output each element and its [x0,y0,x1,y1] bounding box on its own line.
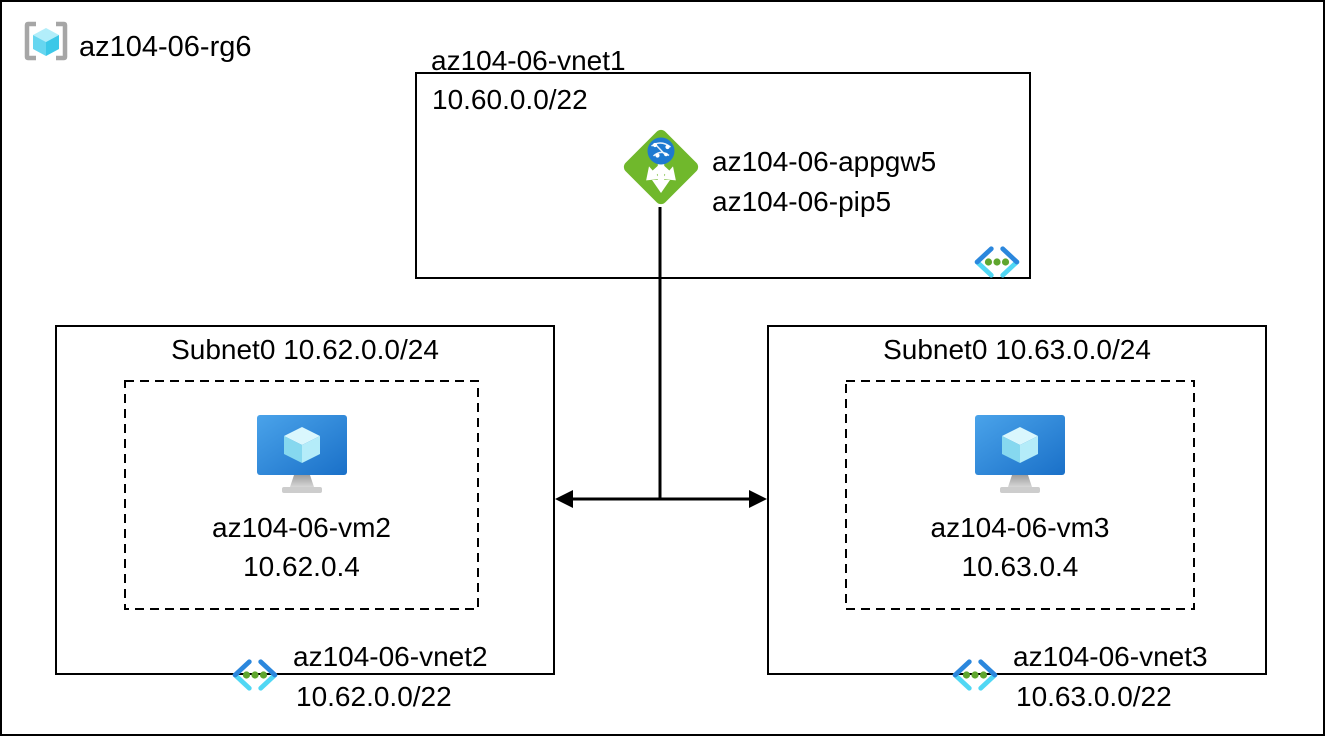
vnet3-box [767,325,1267,675]
pip-name-label: az104-06-pip5 [712,186,892,217]
resource-group-label: az104-06-rg6 [79,31,252,63]
vnet3-cidr-label: 10.63.0.0/22 [1016,681,1172,712]
vnet3-subnet-dashed-border [845,380,1195,610]
application-gateway-icon [623,129,699,205]
vnet3-name-label: az104-06-vnet3 [1013,641,1208,672]
vnet3-virtual-network-icon [952,659,998,691]
vnet2-cidr-label: 10.62.0.0/22 [296,681,452,712]
vnet3-subnet-label: Subnet0 10.63.0.0/24 [883,334,1151,365]
vm2-ip-label: 10.62.0.4 [243,551,360,582]
vnet2-name-label: az104-06-vnet2 [293,641,488,672]
vm2-name-label: az104-06-vm2 [212,512,391,543]
vnet2-subnet-dashed-border [124,380,479,610]
appgw-name-label: az104-06-appgw5 [712,146,937,177]
vnet1-title: az104-06-vnet1 [431,45,626,76]
vnet2-subnet-label: Subnet0 10.62.0.0/24 [171,334,439,365]
vnet2-virtual-network-icon [232,659,278,691]
vm3-ip-label: 10.63.0.4 [961,551,1079,582]
vnet1-cidr: 10.60.0.0/22 [432,84,588,115]
vm2-virtual-machine-icon [257,415,347,493]
vnet1-virtual-network-icon [974,246,1020,278]
arrowhead-left-icon [555,490,573,508]
resource-group-icon [24,21,68,61]
vm3-name-label: az104-06-vm3 [930,512,1110,543]
vnet1-box [415,72,1031,279]
vm3-virtual-machine-icon [975,415,1065,493]
arrowhead-right-icon [749,490,767,508]
vnet2-box [55,325,555,675]
